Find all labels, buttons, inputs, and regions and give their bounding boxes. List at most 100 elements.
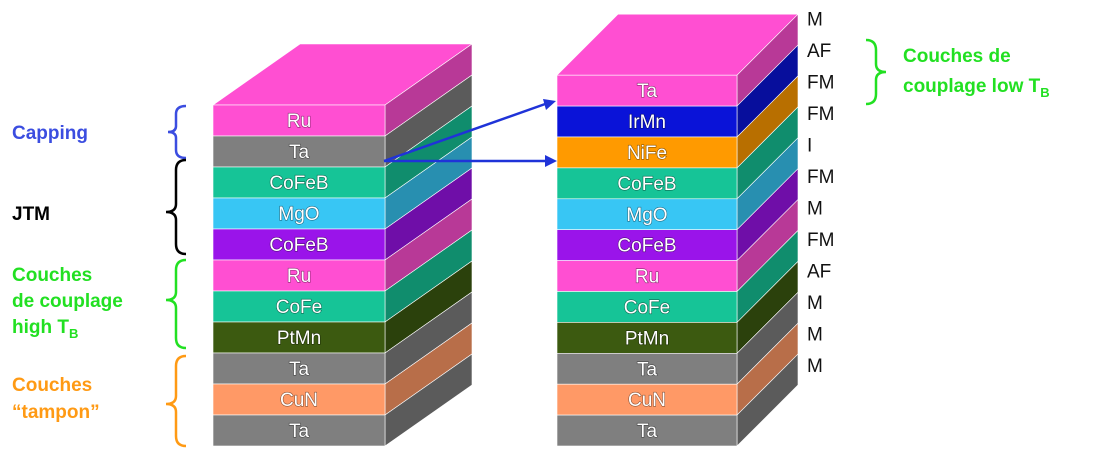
capping-label: Capping: [12, 123, 88, 144]
right-layer-front-face: [556, 229, 738, 261]
left-layer-label: Ru: [287, 266, 311, 287]
left-layer-9: Ta: [212, 291, 473, 385]
right-layer-4: CoFeB: [556, 106, 799, 200]
buffer-line2: “tampon”: [12, 402, 100, 423]
right-layer-label: IrMn: [628, 112, 666, 133]
coupling-low-brace: [865, 38, 887, 106]
layer-type-label: M: [807, 356, 823, 377]
left-layer-label: CuN: [280, 390, 318, 411]
layer-type-label: FM: [807, 230, 834, 251]
right-layer-5: MgO: [556, 137, 799, 231]
left-layer-label: CoFe: [276, 297, 322, 318]
left-layer-label: PtMn: [277, 328, 321, 349]
transfer-arrows: [383, 99, 557, 167]
right-layer-front-face: [556, 74, 738, 107]
group-coupling-low: Couches de couplage low TB: [865, 38, 1050, 106]
right-layer-label: CoFe: [624, 297, 670, 318]
layer-type-label: FM: [807, 104, 834, 125]
right-layer-front-face: [556, 291, 738, 323]
left-layer-8: PtMn: [212, 260, 473, 354]
right-layer-9: PtMn: [556, 260, 799, 355]
right-layer-front-face: [556, 383, 738, 416]
buffer-line1: Couches: [12, 375, 92, 396]
left-layer-label: Ta: [289, 421, 310, 442]
left-layer-label: Ru: [287, 111, 311, 132]
layer-type-label: AF: [807, 41, 831, 62]
left-layer-10: CuN: [212, 322, 473, 416]
left-layer-front-face: [212, 166, 386, 199]
left-layer-label: Ta: [289, 359, 310, 380]
left-layer-front-face: [212, 197, 386, 230]
right-layer-2: IrMn: [556, 44, 799, 138]
left-layer-front-face: [212, 259, 386, 292]
left-layer-front-face: [212, 290, 386, 323]
layer-type-label: M: [807, 199, 823, 220]
layer-type-label: AF: [807, 262, 831, 283]
left-layer-front-face: [212, 321, 386, 354]
group-coupling-high: Couches de couplage high TB: [12, 258, 187, 350]
arrow-to-nife-head: [545, 155, 557, 167]
right-layer-front-face: [556, 352, 738, 385]
layer-type-label: FM: [807, 167, 834, 188]
right-layer-front-face: [556, 322, 738, 354]
coupling-high-line1: Couches: [12, 265, 92, 286]
right-layer-6: CoFeB: [556, 167, 799, 262]
left-layer-1: Ru: [212, 43, 473, 137]
left-layer-label: MgO: [278, 204, 319, 225]
left-layer-7: CoFe: [212, 229, 473, 323]
right-layer-label: CuN: [628, 390, 666, 411]
right-layer-label: MgO: [626, 205, 667, 226]
buffer-brace: [165, 354, 187, 448]
left-layer-front-face: [212, 414, 386, 447]
left-layer-label: CoFeB: [269, 173, 328, 194]
left-layer-2: Ta: [212, 74, 473, 168]
right-layer-12: Ta: [556, 353, 799, 447]
jtm-label: JTM: [12, 204, 50, 225]
right-layer-front-face: [556, 198, 738, 231]
jtm-brace: [165, 158, 187, 256]
coupling-high-brace: [165, 258, 187, 350]
right-layer-front-face: [556, 136, 738, 169]
layer-type-label: M: [807, 325, 823, 346]
layer-type-label: I: [807, 136, 812, 157]
arrow-to-irmn: [383, 101, 549, 163]
layer-type-label: M: [807, 10, 823, 31]
coupling-high-line3: high TB: [12, 317, 78, 341]
right-layer-7: Ru: [556, 198, 799, 293]
left-layer-label: Ta: [289, 142, 310, 163]
right-layer-label: Ru: [635, 267, 659, 288]
coupling-high-line2: de couplage: [12, 291, 123, 312]
left-layer-label: CoFeB: [269, 235, 328, 256]
coupling-low-line2: couplage low TB: [903, 76, 1050, 100]
layer-type-label: FM: [807, 73, 834, 94]
right-layer-front-face: [556, 260, 738, 292]
right-layer-8: CoFe: [556, 229, 799, 324]
arrow-to-irmn-head: [543, 99, 556, 110]
left-layer-6: Ru: [212, 198, 473, 292]
right-layer-label: CoFeB: [617, 174, 676, 195]
right-layer-label: Ta: [637, 421, 658, 442]
group-capping: Capping: [12, 104, 187, 160]
group-buffer: Couches “tampon”: [12, 354, 187, 448]
right-layer-label: NiFe: [627, 143, 667, 164]
left-layer-front-face: [212, 104, 386, 137]
right-layer-3: NiFe: [556, 75, 799, 169]
right-layer-label: Ta: [637, 81, 658, 102]
group-jtm: JTM: [12, 158, 187, 256]
left-layer-11: Ta: [212, 353, 473, 447]
right-layer-10: Ta: [556, 291, 799, 385]
right-layer-label: CoFeB: [617, 236, 676, 257]
right-layer-label: Ta: [637, 359, 658, 380]
left-layer-front-face: [212, 383, 386, 416]
left-layer-front-face: [212, 352, 386, 385]
right-layer-1: Ta: [556, 13, 799, 107]
coupling-low-line1: Couches de: [903, 46, 1011, 67]
right-layer-front-face: [556, 414, 738, 447]
right-layer-label: PtMn: [625, 328, 669, 349]
right-layer-front-face: [556, 105, 738, 138]
capping-brace: [167, 104, 187, 160]
